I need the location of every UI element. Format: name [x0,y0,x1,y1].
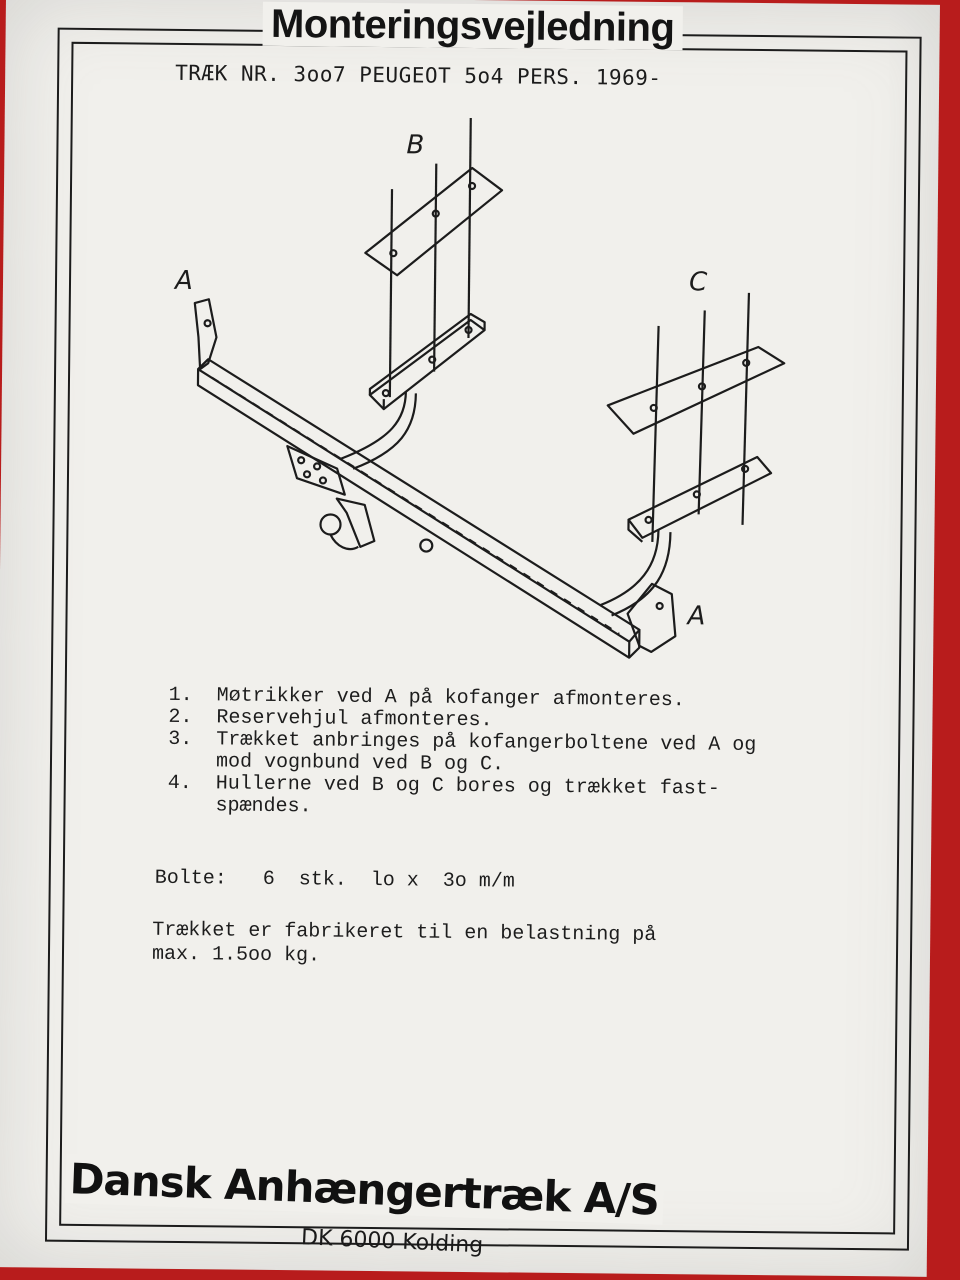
step-3: 3. Trækket anbringes på kofangerboltene … [168,727,768,779]
step-number: 3. [168,727,193,752]
step-number: 1. [168,683,193,708]
step-number: 2. [168,705,193,730]
label-b: B [406,130,424,160]
instruction-sheet: Monteringsvejledning TRÆK NR. 3oo7 PEUGE… [0,0,940,1277]
step-number: 4. [167,771,192,796]
label-c: C [689,267,708,297]
step-4: 4. Hullerne ved B og C bores og trækket … [167,771,767,823]
instruction-steps: 1. Møtrikker ved A på kofanger afmontere… [167,683,768,823]
step-text: Trækket anbringes på kofangerboltene ved… [215,728,757,777]
label-a-left: A [173,266,193,296]
tow-bar-diagram: A B C A [173,117,786,659]
label-a-right: A [685,601,705,631]
load-note: Trækket er fabrikeret til en belastning … [151,918,657,968]
step-text: Hullerne ved B og C bores og trækket fas… [215,772,720,819]
bolts-spec: Bolte: 6 stk. lo x 3o m/m [154,866,515,894]
